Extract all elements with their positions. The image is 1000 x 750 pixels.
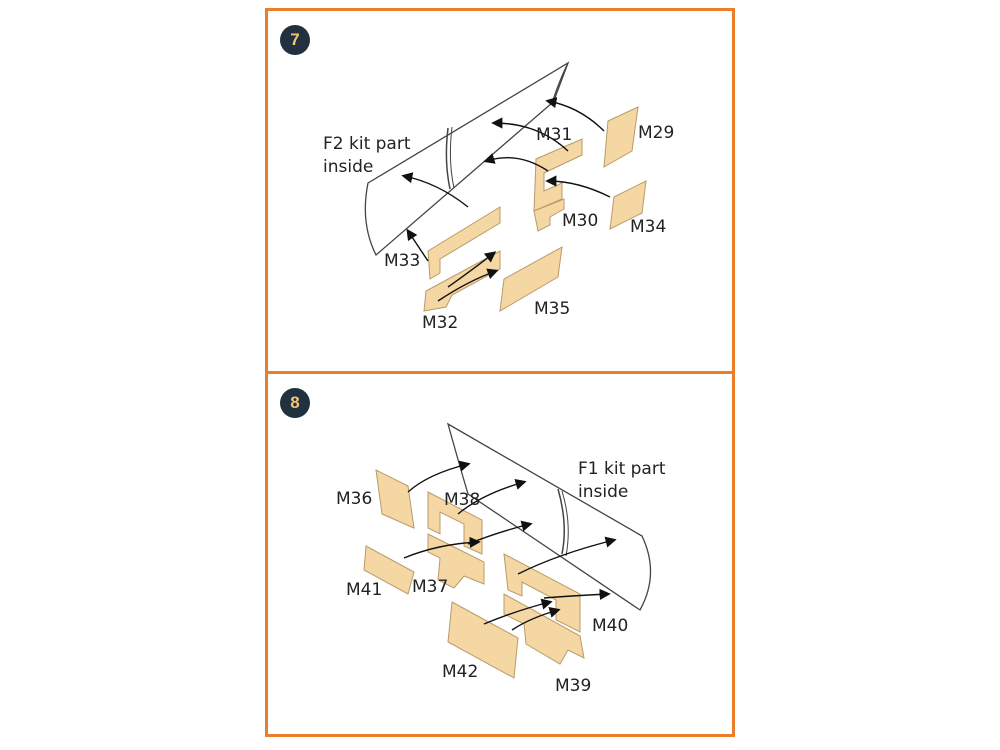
part-m40 — [503, 553, 581, 633]
label-m33: M33 — [384, 251, 421, 271]
label-m35: M35 — [534, 299, 571, 319]
kit-part-wall — [446, 422, 652, 611]
part-m30 — [533, 198, 565, 232]
part-m36 — [375, 469, 415, 529]
label-m38: M38 — [444, 490, 481, 510]
step-8-diagram — [363, 422, 652, 679]
step-8-panel: 8 F1 kit part inside M36 M37 M38 M — [265, 371, 735, 737]
label-m29: M29 — [638, 123, 675, 143]
part-m39 — [503, 593, 585, 665]
kit-part-note: F1 kit part inside — [578, 459, 666, 502]
part-m31 — [533, 138, 583, 212]
part-m37 — [427, 533, 485, 589]
part-m29 — [603, 106, 639, 168]
label-m34: M34 — [630, 217, 667, 237]
label-m41: M41 — [346, 580, 383, 600]
step-7-diagram — [364, 61, 647, 312]
label-m37: M37 — [412, 577, 449, 597]
kit-part-note: F2 kit part inside — [323, 134, 411, 177]
kit-part-wall — [364, 61, 570, 257]
part-m34 — [609, 180, 647, 230]
step-8-badge: 8 — [280, 388, 310, 418]
step-7-badge: 7 — [280, 25, 310, 55]
label-m40: M40 — [592, 616, 629, 636]
label-m36: M36 — [336, 489, 373, 509]
part-m38 — [427, 491, 483, 555]
part-m33 — [427, 206, 501, 280]
step-7-panel: 7 F2 kit part inside M29 M30 M3 — [265, 8, 735, 374]
label-m31: M31 — [536, 125, 573, 145]
part-m41 — [363, 545, 415, 595]
label-m32: M32 — [422, 313, 459, 333]
label-m30: M30 — [562, 211, 599, 231]
part-m42 — [447, 601, 519, 679]
label-m39: M39 — [555, 676, 592, 696]
label-m42: M42 — [442, 662, 479, 682]
part-m35 — [499, 246, 563, 312]
part-m32 — [423, 250, 501, 312]
